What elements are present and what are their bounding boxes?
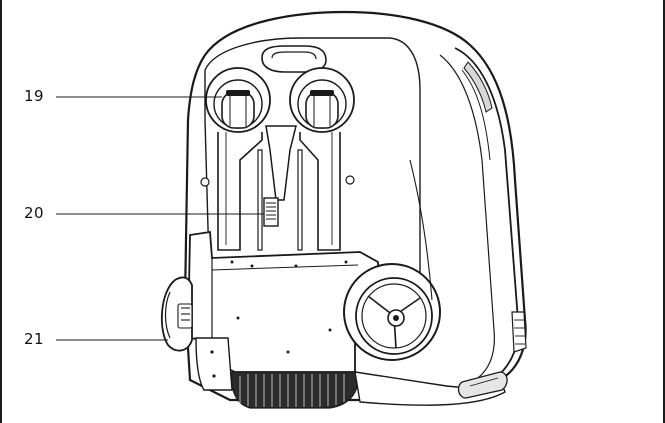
body-side-panel-inner <box>439 54 495 379</box>
center-bracket <box>265 125 297 201</box>
left-side-wheel <box>160 276 193 352</box>
grille-slats <box>239 374 345 407</box>
callout-label-20: 20 <box>24 204 45 222</box>
connector-pins <box>266 202 276 220</box>
lower-left-cover <box>195 337 233 391</box>
screw-hole-left <box>200 177 210 187</box>
body-side-panel <box>454 47 520 379</box>
right-roller <box>305 91 339 129</box>
left-channel <box>217 132 263 251</box>
right-channel <box>299 132 341 251</box>
callout-label-21: 21 <box>24 330 45 348</box>
screw-hole-right <box>345 175 355 185</box>
side-grip-highlight <box>461 69 491 161</box>
connector-block <box>263 197 279 227</box>
right-lower-vent <box>511 311 527 353</box>
left-wheel-hub <box>177 303 193 329</box>
top-handle-inner <box>271 51 317 60</box>
bottom-brush-grille <box>231 371 359 409</box>
left-roller <box>221 91 255 129</box>
housing-screws <box>230 260 348 354</box>
callout-label-19: 19 <box>24 87 45 105</box>
side-grip <box>463 61 493 113</box>
